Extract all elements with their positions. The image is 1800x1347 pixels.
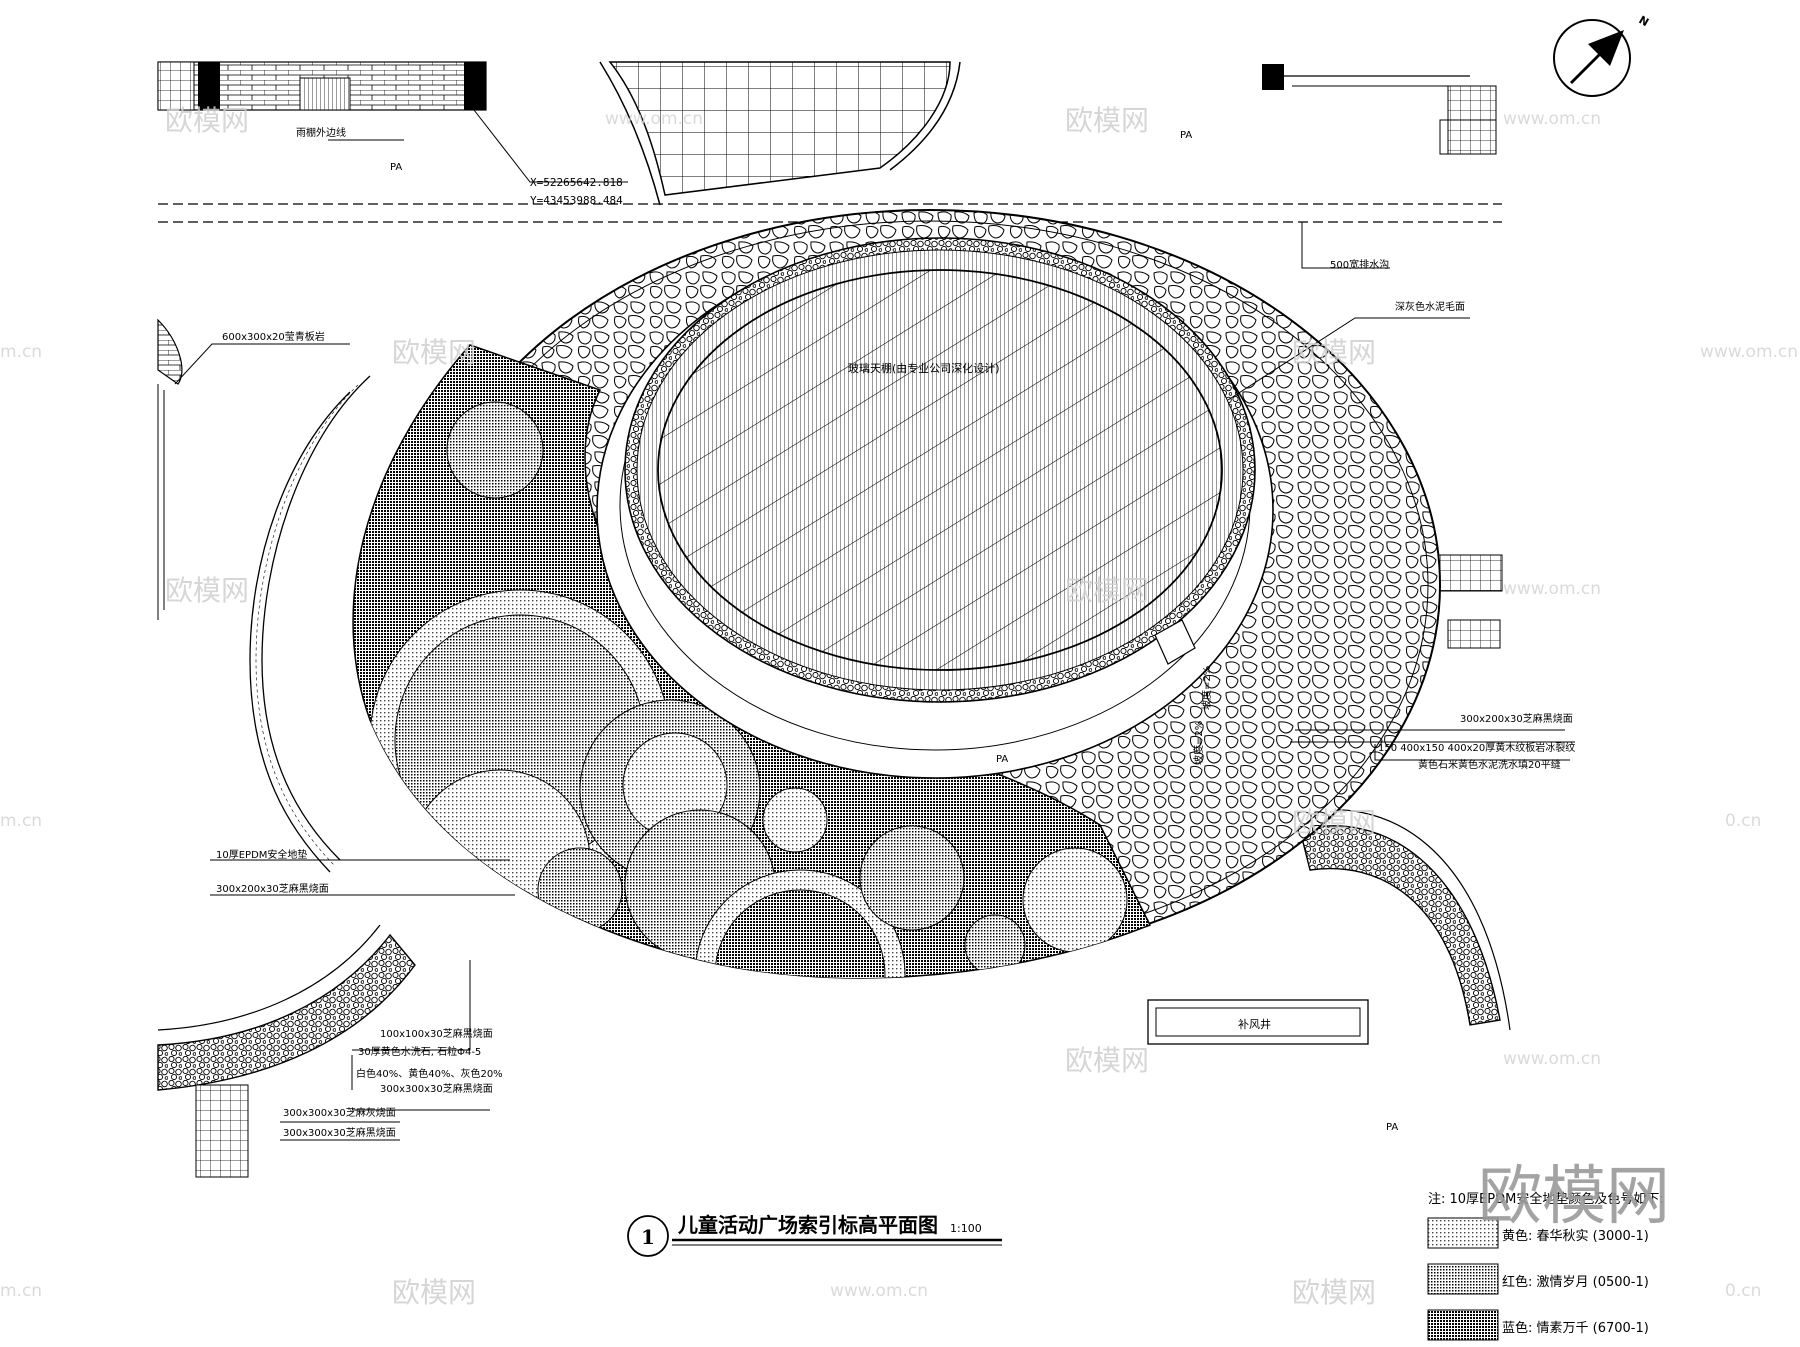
label-yellow-wood-1: 150 400x150 400x20厚黄木纹板岩冰裂纹: [1378, 741, 1575, 754]
label-epdm-safety: 10厚EPDM安全地垫: [216, 848, 307, 861]
label-pa-3: PA: [996, 754, 1008, 765]
label-sesame-gray: 300x300x30芝麻灰烧面: [283, 1106, 396, 1119]
bottom-left-pebble-arc: [157, 924, 416, 1091]
label-sesame-black-2: 300x200x30芝麻黑烧面: [216, 882, 329, 895]
label-vent-well: 补风井: [1238, 1017, 1271, 1031]
north-arrow-icon: N: [1553, 13, 1651, 97]
wm-brand-10: 欧模网: [1292, 1276, 1376, 1309]
glass-canopy: [657, 269, 1223, 671]
top-left-building: [157, 61, 487, 111]
wm-brand-6: 欧模网: [1065, 574, 1149, 607]
title-text: 儿童活动广场索引标高平面图: [677, 1213, 938, 1237]
wm-site-8: www.om.cn: [1503, 1049, 1601, 1069]
wm-brand-3: 欧模网: [392, 336, 476, 369]
bottom-left-grid: [195, 1084, 249, 1178]
label-slope-1: 坡度=2%: [1200, 666, 1213, 710]
wm-site-7: 0.cn: [1725, 811, 1761, 831]
canopy-notch: [1154, 619, 1196, 665]
label-sesame-black-5: 300x300x30芝麻黑烧面: [283, 1126, 396, 1139]
left-arc-paths: [249, 375, 371, 873]
wm-brand-8: 欧模网: [1065, 1044, 1149, 1077]
label-sesame-black-4: 300x300x30芝麻黑烧面: [380, 1082, 493, 1095]
legend-swatch-red: [1427, 1263, 1499, 1295]
legend-swatch-blue: [1427, 1309, 1499, 1341]
wm-site-6: m.cn: [0, 811, 42, 831]
wm-site-1: www.om.cn: [605, 109, 703, 129]
wm-site-2: www.om.cn: [1503, 109, 1601, 129]
label-sesame-black-3: 100x100x30芝麻黑烧面: [380, 1027, 493, 1040]
title-scale: 1:100: [950, 1222, 982, 1235]
leader-lines: [174, 109, 1575, 1141]
label-pa-2: PA: [1180, 130, 1192, 141]
label-canopy-outline: 雨棚外边线: [296, 126, 346, 139]
drain-lines: [158, 203, 1502, 223]
drawing-title: 1 儿童活动广场索引标高平面图 1:100: [627, 1213, 1002, 1257]
top-center-grid-paving: [599, 61, 961, 206]
wm-site-10: www.om.cn: [830, 1281, 928, 1301]
watermarks: 欧模网 www.om.cn 欧模网 www.om.cn m.cn 欧模网 欧模网…: [0, 104, 1798, 1309]
label-coord-x: X=52265642.818: [530, 176, 623, 189]
title-number: 1: [641, 1225, 655, 1249]
vent-well-box: [1147, 999, 1369, 1045]
legend-note: 注: 10厚EPDM安全地垫颜色及色号如下:: [1428, 1191, 1664, 1207]
label-sesame-black-1: 300x200x30芝麻黑烧面: [1460, 712, 1573, 725]
label-slate: 600x300x20莹青板岩: [222, 330, 325, 343]
wm-site-4: www.om.cn: [1700, 342, 1798, 362]
wm-site-9: m.cn: [0, 1281, 42, 1301]
label-drain: 500宽排水沟: [1330, 258, 1389, 271]
top-right-building: [1262, 64, 1497, 155]
wm-brand-1: 欧模网: [165, 104, 249, 137]
label-pa-1: PA: [390, 162, 402, 173]
legend: 注: 10厚EPDM安全地垫颜色及色号如下: 黄色: 春华秋实 (3000-1)…: [1427, 1191, 1664, 1341]
wm-brand-4: 欧模网: [1292, 336, 1376, 369]
wm-brand-5: 欧模网: [165, 574, 249, 607]
dark-play-zone: [352, 344, 1152, 979]
left-slate-strip: [157, 318, 183, 620]
wm-brand-9: 欧模网: [392, 1276, 476, 1309]
legend-swatch-yellow: [1427, 1217, 1499, 1249]
label-mix-ratio: 白色40%、黄色40%、灰色20%: [356, 1067, 503, 1080]
label-slope-2: 坡度=2%: [1192, 721, 1205, 765]
label-yellow-wash: 30厚黄色水洗石, 石粒Φ4-5: [358, 1045, 481, 1058]
legend-item-blue: 蓝色: 情素万千 (6700-1): [1502, 1320, 1649, 1336]
legend-item-yellow: 黄色: 春华秋实 (3000-1): [1502, 1228, 1649, 1244]
label-coord-y: Y=43453988.484: [530, 194, 623, 207]
corner-watermark: 欧模网: [1478, 1160, 1670, 1234]
wm-site-5: www.om.cn: [1503, 579, 1601, 599]
label-pa-4: PA: [1386, 1122, 1398, 1133]
label-yellow-wood-2: 黄色石米黄色水泥洗水填20平缝: [1418, 758, 1561, 771]
wm-brand-2: 欧模网: [1065, 104, 1149, 137]
wm-brand-7: 欧模网: [1292, 806, 1376, 839]
wm-site-11: 0.cn: [1725, 1281, 1761, 1301]
label-glass-canopy: 玻璃天棚(由专业公司深化设计): [848, 361, 1000, 375]
label-gray-cement: 深灰色水泥毛面: [1395, 300, 1465, 313]
wm-site-3: m.cn: [0, 342, 42, 362]
legend-item-red: 红色: 激情岁月 (0500-1): [1502, 1274, 1649, 1290]
